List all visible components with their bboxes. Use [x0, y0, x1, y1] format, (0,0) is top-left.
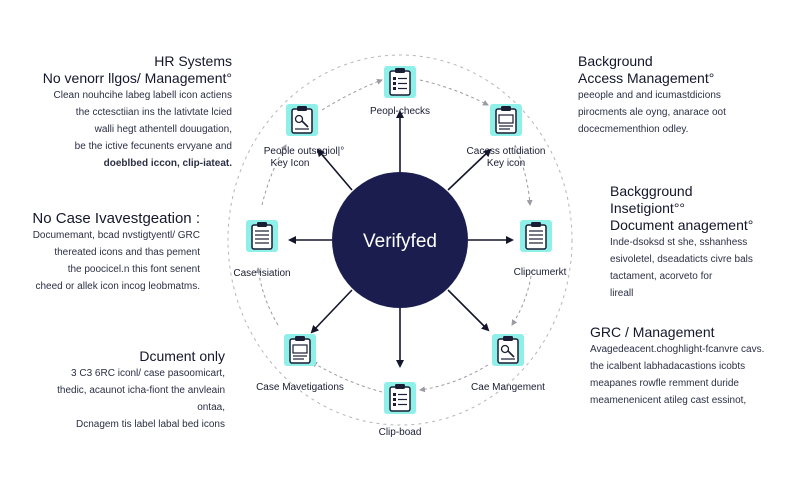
- doc-line-4: Dcnagem tis label labal bed icons: [76, 419, 225, 430]
- clipboard-checklist-icon: [384, 66, 416, 98]
- node-label-people-checks: Peopl-checks: [370, 106, 430, 117]
- node-label-clip-boad: Clip-boad: [379, 427, 422, 438]
- background-access-subtitle: Access Management°: [578, 70, 715, 86]
- node-labels: Peopl-checks Cacess ottidiation Key icon…: [233, 106, 566, 438]
- bg-access-line-2: pirocments ale oyng, anarace oot: [578, 107, 726, 118]
- hr-line-2: the cctesctiian ins the lativtate lcied: [75, 107, 232, 118]
- node-label-people-key-1: People outsegiol|°: [264, 146, 345, 157]
- hr-line-3: walli hegt athentell douugation,: [94, 124, 232, 135]
- case-title-main: Case Ivavestgeation :: [55, 210, 200, 227]
- case-line-3: the poocicel.n this font senent: [67, 264, 200, 275]
- bg-access-line-1: peeople and and icumastdicions: [578, 90, 721, 101]
- grc-management-title: GRC / Management: [590, 324, 715, 340]
- clipboard-document-icon: [520, 220, 552, 252]
- case-line-1: Documemant, bcad nvstigtyentl/ GRC: [32, 230, 200, 241]
- node-label-access-key-1: Cacess ottidiation: [467, 146, 546, 157]
- hr-systems-subtitle: No venorr llgos/ Management°: [42, 70, 232, 86]
- doc-line-2: thedic, acaunot icha-fiont the anvleain: [57, 385, 225, 396]
- background-investigation-block: Backgground Insetigiont°° Document anage…: [610, 183, 790, 302]
- spokes: [288, 110, 514, 368]
- case-title-prefix: No: [32, 210, 52, 227]
- clipboard-chart-icon: [490, 104, 522, 136]
- key-clipboard-icon: [286, 104, 318, 136]
- node-label-access-key-2: Key icon: [487, 158, 525, 169]
- outer-dashed-ring: [227, 54, 573, 426]
- node-label-case-mavetigations: Case Mavetigations: [256, 382, 344, 393]
- hr-line-5: doeblbed iccon, clip-iateat.: [103, 158, 232, 169]
- grc-line-3: meapanes rowfle remment duride: [590, 378, 739, 389]
- case-investigation-title: No Case Ivavestgeation :: [20, 210, 200, 227]
- node-connectors: [255, 78, 533, 393]
- node-label-people-key-2: Key Icon: [271, 158, 310, 169]
- case-line-4: cheed or allek icon incog leobmatms.: [35, 281, 200, 292]
- case-investigation-block: No Case Ivavestgeation : Documemant, bca…: [20, 210, 200, 295]
- grc-line-4: meamenenicent atileg cast essinot,: [590, 395, 747, 406]
- bg-inv-line-3: tactament, acorveto for: [610, 271, 713, 282]
- clipboard-gallery-icon: [284, 334, 316, 366]
- clipboard-text-icon: [246, 220, 278, 252]
- hr-line-1: Clean nouhcihe labeg labell icon actiens: [53, 90, 232, 101]
- background-access-block: Background Access Management° peeople an…: [578, 53, 783, 138]
- grc-line-1: Avagedeacent.choghlight-fcanvre cavs.: [590, 344, 765, 355]
- doc-line-3: ontaa,: [197, 402, 225, 413]
- grc-management-block: GRC / Management Avagedeacent.choghlight…: [590, 324, 790, 409]
- background-inv-subtitle: Insetigiont°°: [610, 200, 686, 216]
- case-line-2: thereated icons and thas pement: [54, 247, 200, 258]
- bg-access-line-3: docecmementhion odley.: [578, 124, 689, 135]
- background-access-title: Background: [578, 53, 653, 69]
- doc-line-1: 3 C3 6RC iconl/ case pasoomicart,: [71, 368, 225, 379]
- node-label-clipcumerkt: Clipcumerkt: [514, 267, 567, 278]
- document-only-title: Dcument only: [139, 348, 225, 364]
- hub-label: Verifyfed: [363, 231, 437, 252]
- document-only-block: Dcument only 3 C3 6RC iconl/ case pasoom…: [20, 348, 225, 433]
- bg-inv-line-4: lireall: [610, 288, 634, 299]
- clipboard-list-icon: [384, 382, 416, 414]
- hr-systems-block: HR Systems No venorr llgos/ Management° …: [20, 53, 232, 172]
- background-inv-subtitle-2: Document anagement°: [610, 217, 754, 233]
- hr-systems-title: HR Systems: [154, 53, 232, 69]
- node-label-cae-mangement: Cae Mangement: [471, 382, 545, 393]
- bg-inv-line-1: Inde-dsoksd st she, sshanhess: [610, 237, 748, 248]
- grc-line-2: the icalbent labhadacastions icobts: [590, 361, 746, 372]
- hr-line-4: be the ictive fecunents ervyane and: [74, 141, 232, 152]
- hub-circle: [332, 172, 468, 308]
- bg-inv-line-2: esivoletel, dseadaticts civre bals: [610, 254, 753, 265]
- background-inv-title: Backgground: [610, 183, 693, 199]
- node-label-case-isiation: Case isiation: [233, 268, 290, 279]
- clipboard-image-icon: [492, 334, 524, 366]
